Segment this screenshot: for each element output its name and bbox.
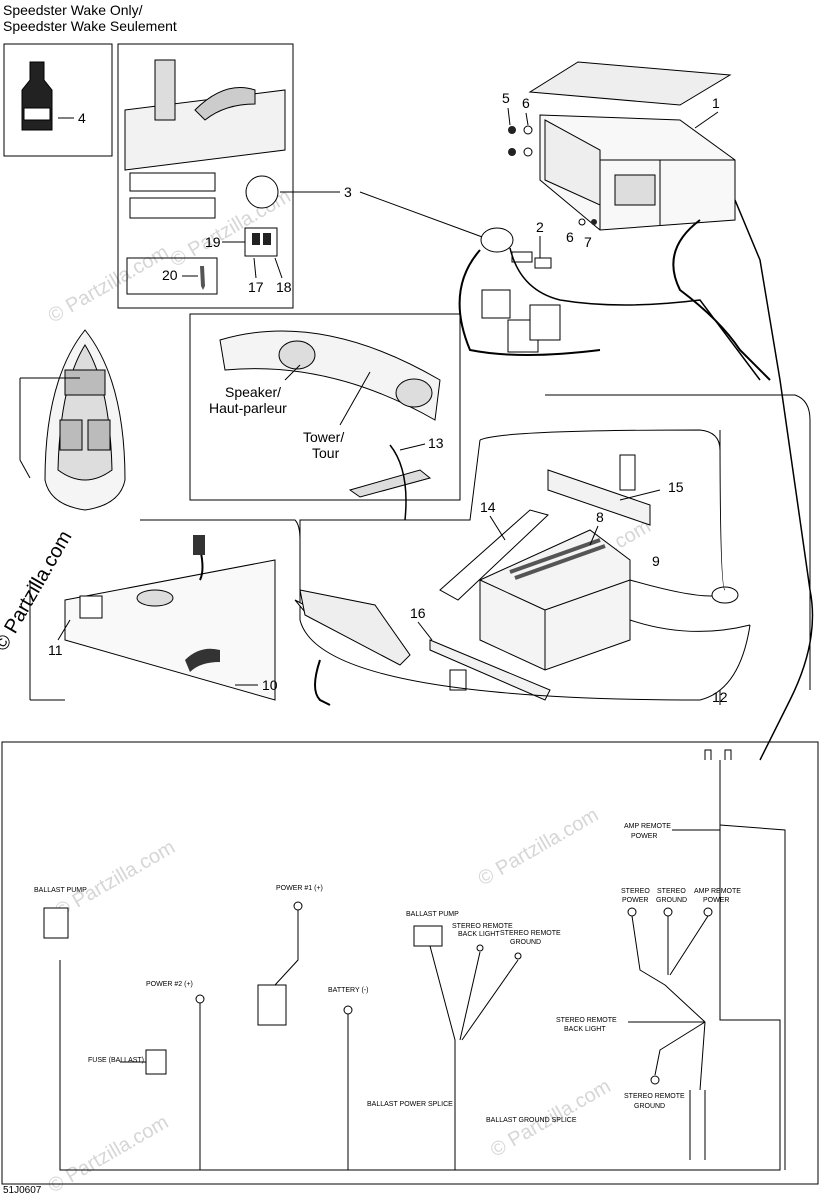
remote-control-panel: 11 10 xyxy=(48,535,278,701)
console-switch-box: 19 20 17 18 xyxy=(117,43,294,309)
wire-label-ballast-ground-splice: BALLAST GROUND SPLICE xyxy=(486,1117,577,1124)
wire-label-power2: POWER #2 (+) xyxy=(146,981,193,988)
tower-label-en: Tower/ xyxy=(303,429,344,445)
callout-7: 7 xyxy=(584,234,592,250)
wire-label-fuse: FUSE (BALLAST) xyxy=(88,1057,144,1064)
wiring-schematic: BALLAST PUMP POWER #1 (+) POWER #2 (+) B… xyxy=(1,741,819,1185)
wire-label-stereo-power-2: POWER xyxy=(622,897,648,904)
callout-11: 11 xyxy=(48,642,63,658)
callout-8: 8 xyxy=(596,509,604,525)
callout-13: 13 xyxy=(428,435,444,451)
speaker-label-fr: Haut-parleur xyxy=(209,400,287,416)
callout-1: 1 xyxy=(712,95,720,111)
callout-19: 19 xyxy=(205,234,221,250)
wire-label-ballast-pump-left: BALLAST PUMP xyxy=(34,887,87,894)
wire-label-amp-remote-2: POWER xyxy=(703,897,729,904)
wire-label-srbl-1: STEREO REMOTE xyxy=(452,923,513,930)
wire-label-srbl-2: BACK LIGHT xyxy=(458,931,500,938)
callout-5: 5 xyxy=(502,90,510,106)
callout-3: 3 xyxy=(344,184,352,200)
callout-18: 18 xyxy=(276,279,292,295)
callout-17: 17 xyxy=(248,279,264,295)
callout-14: 14 xyxy=(480,499,496,515)
wire-label-srg-right-1: STEREO REMOTE xyxy=(624,1093,685,1100)
wire-label-ballast-pump-mid: BALLAST PUMP xyxy=(406,911,459,918)
callout-2: 2 xyxy=(536,219,544,235)
wire-label-stereo-ground-1: STEREO xyxy=(657,888,686,895)
diagram-code: 51J0607 xyxy=(3,1185,42,1196)
watermark: © Partzilla.com xyxy=(45,241,173,327)
wire-label-power1: POWER #1 (+) xyxy=(276,885,323,892)
watermark: © Partzilla.com xyxy=(45,1111,173,1197)
callout-16: 16 xyxy=(410,605,426,621)
diagram-title-line2: Speedster Wake Seulement xyxy=(3,18,177,34)
wire-label-srg-right-2: GROUND xyxy=(634,1103,665,1110)
callout-10: 10 xyxy=(262,677,278,693)
callout-6: 6 xyxy=(566,229,574,245)
wire-label-stereo-power-1: STEREO xyxy=(621,888,650,895)
watermark: © Partzilla.com xyxy=(475,804,603,890)
wire-label-srbl-right-1: STEREO REMOTE xyxy=(556,1017,617,1024)
callout-20: 20 xyxy=(162,267,178,283)
callout-4: 4 xyxy=(78,110,86,126)
callout-9: 9 xyxy=(652,553,660,569)
boat-outline xyxy=(19,329,126,701)
harness-connectors: 2 xyxy=(458,199,814,761)
tower-label-fr: Tour xyxy=(312,445,340,461)
amplifier: 14 8 16 9 xyxy=(410,499,751,701)
wire-label-battery: BATTERY (-) xyxy=(328,987,368,994)
diagram-title-line1: Speedster Wake Only/ xyxy=(3,2,143,18)
speaker-label-en: Speaker/ xyxy=(225,384,281,400)
wire-label-srg-2: GROUND xyxy=(510,939,541,946)
sealant-bottle-box: 4 xyxy=(3,43,113,157)
bracket-15: 15 xyxy=(547,454,684,526)
wire-label-amp-remote-top-2: POWER xyxy=(631,833,657,840)
wire-label-stereo-ground-2: GROUND xyxy=(656,897,687,904)
wire-label-srbl-right-2: BACK LIGHT xyxy=(564,1026,606,1033)
wire-label-ballast-power-splice: BALLAST POWER SPLICE xyxy=(367,1101,453,1108)
wire-label-amp-remote-top-1: AMP REMOTE xyxy=(624,823,671,830)
tower-speaker-box: Speaker/ Haut-parleur Tower/ Tour 13 xyxy=(189,313,461,521)
stereo-head-unit: 1 5 6 6 7 xyxy=(502,61,736,250)
callout-6: 6 xyxy=(522,95,530,111)
stereo-remote-module xyxy=(294,589,411,706)
wire-label-amp-remote-1: AMP REMOTE xyxy=(694,888,741,895)
callout-15: 15 xyxy=(668,479,684,495)
wire-label-srg-1: STEREO REMOTE xyxy=(500,930,561,937)
watermark: © Partzilla.com xyxy=(51,836,179,922)
callout-12: 12 xyxy=(712,689,728,705)
